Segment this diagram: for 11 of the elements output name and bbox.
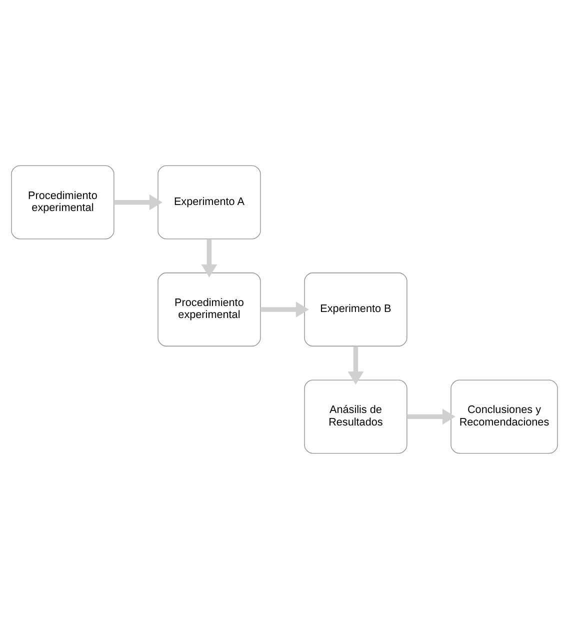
arrow: [407, 408, 456, 424]
node-box: Anásilis de Resultados: [304, 379, 408, 454]
node-box: Experimento B: [304, 272, 408, 346]
node-box: Experimento A: [158, 164, 261, 239]
node-box: Conclusiones y Recomendaciones: [450, 379, 558, 454]
node-box: Procedimiento experimental: [11, 164, 114, 239]
arrow: [348, 346, 364, 384]
arrow: [260, 301, 309, 317]
node-box: Procedimiento experimental: [158, 272, 261, 346]
arrow: [201, 238, 218, 277]
arrow: [114, 194, 162, 210]
